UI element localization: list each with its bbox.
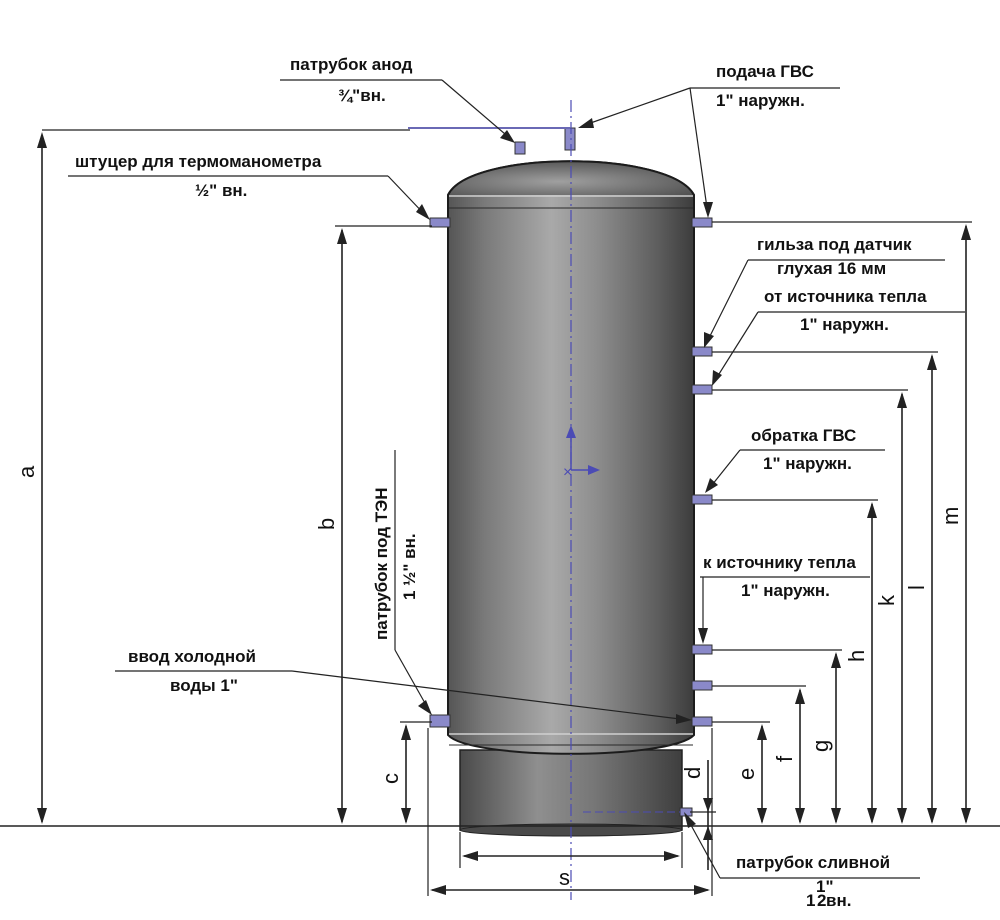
dim-c: c [378,773,403,784]
leader-lines [68,79,965,879]
dim-g: g [808,740,833,752]
dim-s: s [559,865,570,890]
dim-l: l [904,585,929,590]
label-return-dhw-2: 1" наружн. [763,454,852,473]
label-thermo-1: штуцер для термоманометра [75,152,322,171]
label-drain-whole: 1 [806,891,815,910]
label-from-heat-1: от источника тепла [764,287,927,306]
dim-a: a [14,465,39,478]
dimension-letters: a b c d e f g h k l m s [14,465,963,890]
label-anode-1: патрубок анод [290,55,413,74]
label-return-dhw-1: обратка ГВС [751,426,856,445]
callout-labels: патрубок анод ¾"вн. подача ГВС 1" наружн… [75,55,927,910]
dim-k: k [874,594,899,606]
label-sleeve-2: глухая 16 мм [777,259,886,278]
label-anode-2: ¾"вн. [338,86,386,105]
label-hot-supply-1: подача ГВС [716,62,814,81]
dim-m: m [938,507,963,525]
label-hot-supply-2: 1" наружн. [716,91,805,110]
label-cold-in-1: ввод холодной [128,647,256,666]
label-sleeve-1: гильза под датчик [757,235,912,254]
label-drain-unit: вн. [826,891,851,910]
svg-text:×: × [563,464,572,481]
dim-f: f [772,755,797,762]
dim-e: e [734,768,759,780]
label-from-heat-2: 1" наружн. [800,315,889,334]
dim-d: d [680,767,705,779]
center-lines: × [563,100,680,900]
dim-h: h [844,650,869,662]
label-heater-1: патрубок под ТЭН [372,488,391,640]
dim-b: b [314,518,339,530]
label-cold-in-2: воды 1" [170,676,238,695]
label-drain-1: патрубок сливной [736,853,890,872]
label-heater-2: 1 ½" вн. [400,533,419,600]
label-drain-size: 1" [816,877,834,896]
label-thermo-2: ½" вн. [195,181,247,200]
label-to-heat-1: к источнику тепла [703,553,856,572]
label-drain-denominator: 2 [817,891,826,910]
label-to-heat-2: 1" наружн. [741,581,830,600]
dimension-lines [37,129,972,896]
